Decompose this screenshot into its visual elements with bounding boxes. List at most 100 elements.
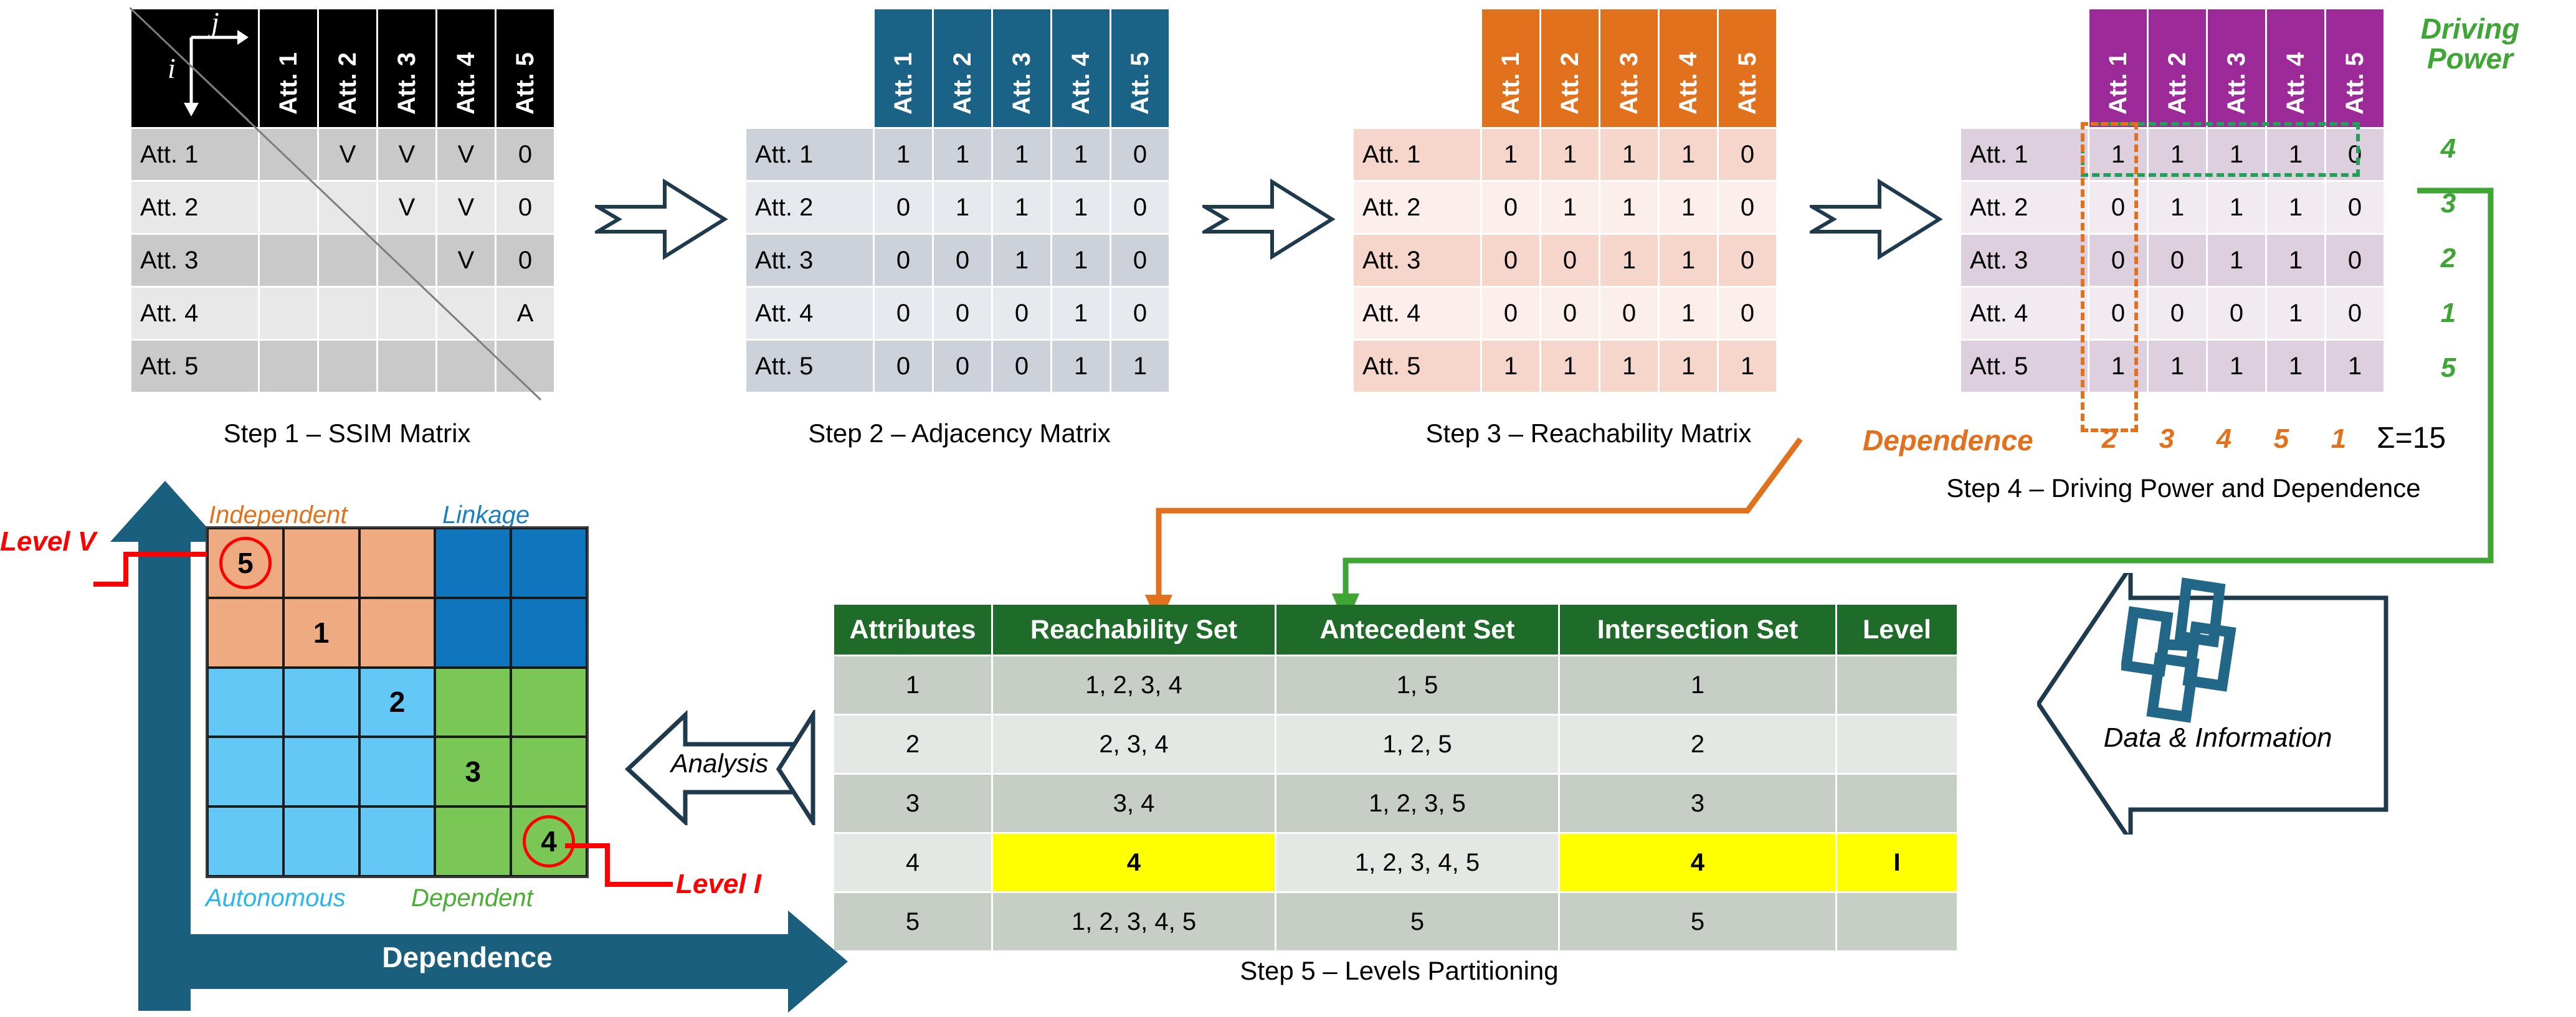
table-row: Att. 5: [131, 341, 554, 392]
adjacency-col-header-2: Att. 2: [934, 9, 991, 127]
micmac-cell-c5r5: 4: [511, 807, 587, 876]
driving-col-header-4: Att. 4: [2267, 9, 2324, 127]
dependence-value-3: 4: [2216, 423, 2232, 454]
reachability-row-header-1: Att. 1: [1362, 140, 1421, 168]
ssim-axis-corner: j i: [131, 9, 258, 127]
table-row: 5 1, 2, 3, 4, 5 5 5: [834, 893, 1957, 950]
step5-levels-table: Attributes Reachability Set Antecedent S…: [832, 603, 1959, 952]
quadrant-label-linkage: Linkage: [442, 501, 530, 529]
adjacency-header-row: Att. 1 Att. 2 Att. 3 Att. 4 Att. 5: [746, 9, 1169, 127]
adjacency-cell: 0: [896, 299, 911, 327]
micmac-cell-c5r1: [511, 528, 587, 598]
cell-reachability: 1, 2, 3, 4: [993, 656, 1275, 714]
adjacency-cell: 0: [955, 352, 970, 380]
reachability-cell: 1: [1622, 140, 1637, 168]
dependence-value-1: 2: [2101, 423, 2117, 454]
adjacency-table: Att. 1 Att. 2 Att. 3 Att. 4 Att. 5 Att. …: [744, 7, 1171, 394]
micmac-cell-c1r1: 5: [207, 528, 283, 598]
reachability-cell: 1: [1503, 352, 1518, 380]
cell-reachability: 4: [993, 834, 1275, 891]
levels-header-row: Attributes Reachability Set Antecedent S…: [834, 605, 1957, 655]
driving-row-header-1: Att. 1: [1970, 140, 2028, 168]
adjacency-cell: 0: [1133, 246, 1148, 274]
reachability-row-header-3: Att. 3: [1362, 246, 1421, 274]
table-row: Att. 1 1 1 1 1 0: [1354, 129, 1776, 180]
table-row: 2 2, 3, 4 1, 2, 5 2: [834, 716, 1957, 773]
cell-antecedent: 1, 2, 5: [1276, 716, 1558, 773]
analysis-arrow: [624, 710, 815, 825]
step2-caption: Step 2 – Adjacency Matrix: [808, 419, 1111, 448]
ssim-cell: [378, 235, 435, 286]
cell-level: [1837, 893, 1957, 950]
step1-caption: Step 1 – SSIM Matrix: [223, 419, 471, 448]
reachability-cell: 1: [1681, 193, 1696, 221]
micmac-cell-c2r5: [283, 807, 359, 876]
reachability-header-row: Att. 1 Att. 2 Att. 3 Att. 4 Att. 5: [1354, 9, 1776, 127]
dependence-axis-arrow: [160, 911, 848, 1013]
ssim-cell: V: [457, 140, 475, 168]
reachability-cell: 0: [1740, 140, 1755, 168]
table-row: Att. 4 0 0 0 1 0: [1354, 288, 1776, 339]
cell-antecedent: 1, 2, 3, 5: [1276, 775, 1558, 832]
ssim-cell: V: [398, 193, 416, 221]
cell-intersection: 2: [1560, 716, 1835, 773]
dependence-value-5: 1: [2331, 423, 2347, 454]
micmac-point-5: 5: [219, 536, 272, 589]
driving-cell: 1: [2288, 352, 2303, 380]
x-axis-label: Dependence: [382, 941, 553, 973]
step2-adjacency-matrix: Att. 1 Att. 2 Att. 3 Att. 4 Att. 5 Att. …: [744, 7, 1171, 394]
step5-caption: Step 5 – Levels Partitioning: [1240, 956, 1559, 985]
driving-cell: 1: [2229, 246, 2244, 274]
driving-cell: 1: [2170, 352, 2185, 380]
chevron-right-icon-1: [595, 178, 728, 260]
ssim-row-header-4: Att. 4: [140, 299, 199, 327]
ssim-header-row: j i Att. 1 Att. 2 Att. 3 Att. 4 Att. 5: [131, 9, 554, 127]
cell-level: I: [1837, 834, 1957, 891]
adjacency-row-header-2: Att. 2: [755, 193, 814, 221]
ssim-cell: 0: [518, 246, 533, 274]
cell-level: [1837, 775, 1957, 832]
adjacency-cell: 0: [1014, 352, 1029, 380]
driving-cell: 0: [2347, 193, 2362, 221]
reachability-cell: 0: [1740, 246, 1755, 274]
adjacency-cell: 1: [955, 193, 970, 221]
cell-antecedent: 1, 5: [1276, 656, 1558, 714]
ssim-col-header-3: Att. 3: [378, 9, 435, 127]
driving-cell: 0: [2347, 246, 2362, 274]
ssim-col-header-2: Att. 2: [319, 9, 376, 127]
cell-antecedent: 1, 2, 3, 4, 5: [1276, 834, 1558, 891]
svg-text:j: j: [208, 9, 219, 38]
adjacency-col-header-3: Att. 3: [993, 9, 1050, 127]
micmac-cell-c1r5: [207, 807, 283, 876]
driving-cell: 1: [2288, 246, 2303, 274]
adjacency-cell: 1: [1014, 246, 1029, 274]
adjacency-col-header-1: Att. 1: [875, 9, 932, 127]
ssim-cell: 0: [518, 193, 533, 221]
table-row: Att. 1 V V V 0: [131, 129, 554, 180]
driving-cell: 1: [2170, 140, 2185, 168]
ssim-cell: [260, 288, 317, 339]
micmac-cell-c1r3: [207, 667, 283, 737]
reachability-cell: 1: [1503, 140, 1518, 168]
reachability-cell: 1: [1562, 352, 1577, 380]
table-row: Att. 5 1 1 1 1 1: [1354, 341, 1776, 392]
reachability-cell: 0: [1562, 246, 1577, 274]
micmac-cell-c2r4: [283, 737, 359, 807]
adjacency-cell: 0: [1014, 299, 1029, 327]
micmac-cell-c4r2: [435, 597, 511, 668]
svg-text:i: i: [168, 52, 176, 84]
micmac-point-3: 3: [465, 755, 482, 788]
ssim-cell: [260, 129, 317, 180]
driving-power-label: Driving Power: [2420, 12, 2520, 75]
col-header-reachability-set: Reachability Set: [993, 605, 1275, 655]
ssim-cell: 0: [518, 140, 533, 168]
ssim-cell: [319, 341, 376, 392]
driving-power-value-3: 2: [2440, 243, 2456, 273]
adjacency-col-header-5: Att. 5: [1111, 9, 1169, 127]
micmac-point-2: 2: [389, 686, 406, 719]
table-row: Att. 4 0 0 0 1 0: [746, 288, 1169, 339]
micmac-cell-c3r3: 2: [359, 667, 435, 737]
ssim-col-header-4: Att. 4: [437, 9, 495, 127]
table-row: Att. 3 0 0 1 1 0: [1961, 235, 2384, 286]
col-header-level: Level: [1837, 605, 1957, 655]
